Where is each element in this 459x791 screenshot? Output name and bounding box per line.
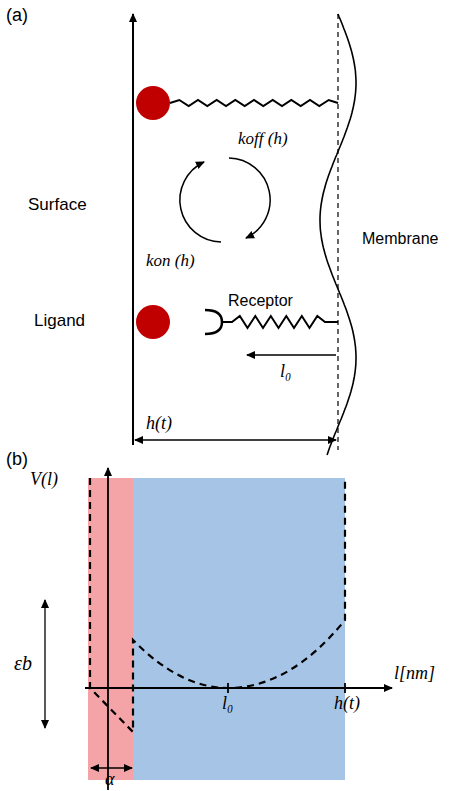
surface-label: Surface	[28, 196, 87, 215]
tick-label: h(t)	[334, 694, 360, 714]
potential-curve	[90, 478, 345, 732]
tick	[344, 683, 346, 693]
h-arrow	[135, 439, 336, 440]
axis-label: l[nm]	[394, 664, 435, 684]
width-label: α	[105, 770, 114, 790]
bound-spring	[170, 100, 338, 106]
surface-axis	[132, 14, 134, 445]
panel-label: (a)	[6, 6, 28, 26]
ligand	[136, 305, 170, 339]
rate-arrow-off	[229, 158, 270, 238]
unbound-region	[133, 478, 345, 780]
l0-arrow	[247, 354, 336, 355]
rate-label: kon (h)	[146, 252, 195, 271]
v-axis	[107, 468, 109, 790]
panel-label: (b)	[6, 450, 28, 470]
length-label: l₀	[280, 362, 291, 382]
ligand-bound	[136, 86, 170, 120]
tick-label: l₀	[222, 694, 233, 714]
axis-label: V(l)	[30, 470, 58, 490]
receptor-head	[205, 310, 222, 334]
binding-region	[88, 478, 133, 780]
membrane-mean-line	[337, 14, 338, 450]
ligand-label: Ligand	[34, 312, 85, 331]
alpha-arrow	[91, 767, 132, 768]
rate-arrow-on	[180, 162, 221, 242]
receptor-spring	[222, 316, 338, 328]
membrane-curve	[320, 14, 356, 455]
height-label: h(t)	[146, 414, 172, 434]
receptor-label: Receptor	[228, 292, 293, 310]
rate-label: koff (h)	[238, 130, 288, 149]
membrane-label: Membrane	[362, 230, 438, 248]
energy-label: εb	[14, 652, 32, 674]
eb-arrow	[44, 600, 45, 728]
